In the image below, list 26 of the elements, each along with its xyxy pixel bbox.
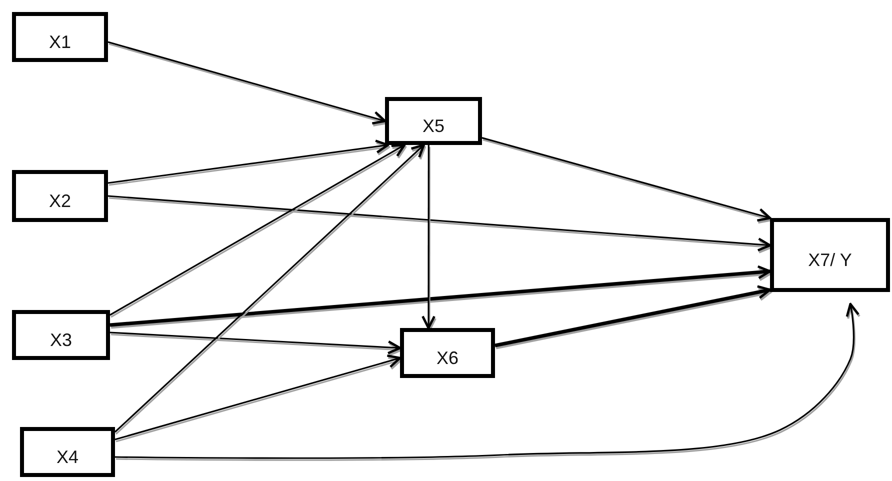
arrow	[494, 285, 772, 348]
arrow	[422, 145, 436, 330]
arrow	[108, 140, 390, 184]
variable-label: X1	[48, 30, 72, 52]
variable-box	[12, 170, 108, 222]
variable-box	[20, 427, 115, 477]
variable-label: X7/ Y	[808, 248, 852, 270]
variable-label: X5	[422, 114, 445, 136]
arrow	[110, 144, 406, 316]
variable-label: X6	[436, 346, 459, 368]
arrow	[108, 195, 772, 252]
variable-box	[12, 310, 110, 360]
variable-label: X2	[48, 190, 72, 212]
arrow	[110, 332, 402, 354]
arrow	[115, 302, 860, 459]
variable-box	[400, 328, 495, 378]
variable-label: X3	[50, 328, 72, 350]
arrow	[482, 137, 772, 222]
variable-box	[12, 12, 108, 62]
variable-label: X4	[56, 446, 79, 468]
arrow	[110, 265, 772, 327]
arrow	[114, 354, 402, 440]
variable-box	[770, 218, 890, 292]
variable-box	[385, 97, 482, 145]
arrow	[114, 144, 425, 433]
arrow	[108, 41, 386, 125]
